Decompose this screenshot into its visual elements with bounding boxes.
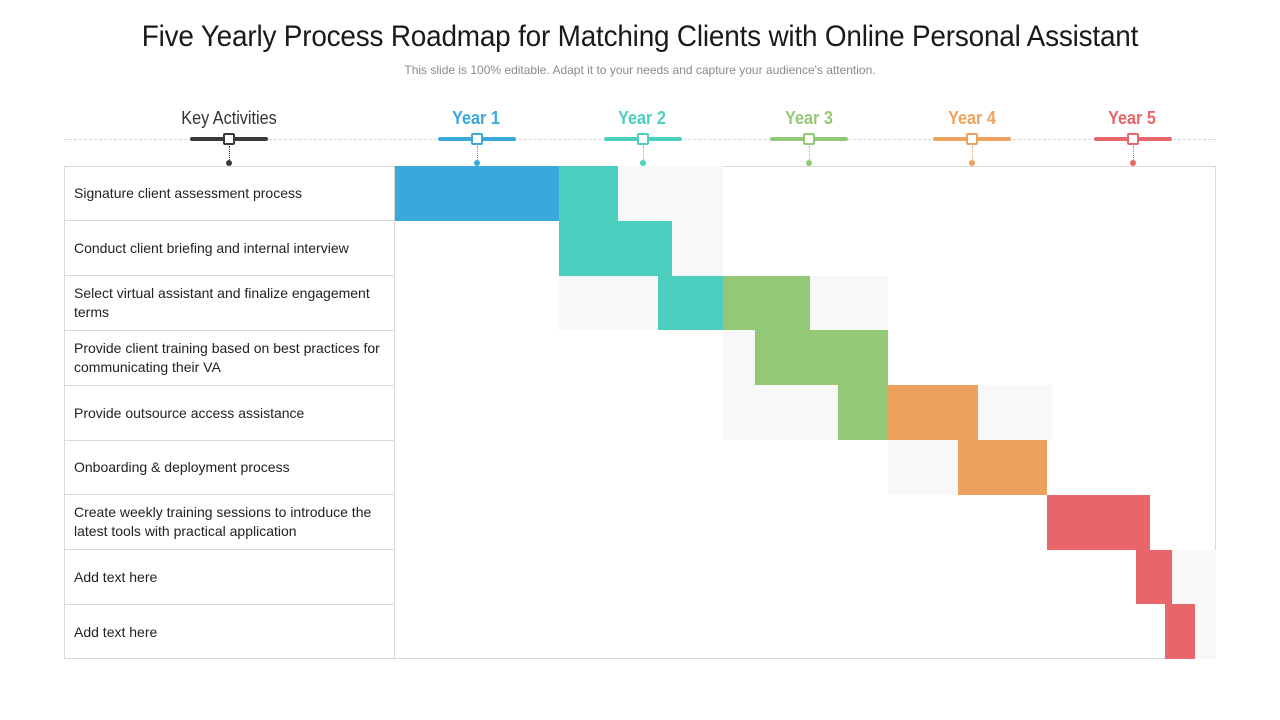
gantt-bar [559, 220, 673, 276]
activity-row: Signature client assessment process [64, 166, 395, 221]
year-2-marker-dot [640, 160, 646, 166]
year-4-header: Year 4 [948, 108, 996, 128]
activity-label: Create weekly training sessions to intro… [74, 504, 372, 539]
activity-label: Provide outsource access assistance [74, 404, 305, 421]
activity-label: Add text here [74, 624, 158, 640]
gantt-bar [395, 166, 560, 221]
gantt-bar [887, 385, 978, 440]
year-5-header: Year 5 [1108, 108, 1156, 128]
gantt-bar [1046, 494, 1151, 550]
year-5-marker-square [1127, 133, 1139, 145]
activity-row: Provide outsource access assistance [64, 386, 395, 441]
gantt-bar [1165, 604, 1195, 660]
key-activities-marker-tick [229, 146, 230, 160]
activity-label: Conduct client briefing and internal int… [74, 239, 349, 256]
activity-label: Provide client training based on best pr… [74, 340, 380, 375]
activity-row: Conduct client briefing and internal int… [64, 221, 395, 276]
year-3-marker-square [803, 133, 815, 145]
activity-row: Add text here [64, 550, 395, 605]
year-2-header: Year 2 [618, 108, 666, 128]
year-4-marker-dot [969, 160, 975, 166]
year-1-marker-tick [477, 146, 478, 160]
key-activities-marker-square [223, 133, 235, 145]
year-5-marker-tick [1133, 146, 1134, 160]
page-title: Five Yearly Process Roadmap for Matching… [141, 20, 1139, 53]
year-3-marker-tick [809, 146, 810, 160]
gantt-shaded-cell [559, 275, 658, 331]
gantt-bar [958, 440, 1047, 495]
year-1-marker-square [471, 133, 483, 145]
year-1-header: Year 1 [452, 108, 500, 128]
gantt-shaded-cell [887, 440, 959, 495]
activity-label: Signature client assessment process [74, 184, 302, 201]
gantt-shaded-cell [723, 330, 755, 386]
activity-row: Create weekly training sessions to intro… [64, 495, 395, 550]
activity-label-column [64, 166, 395, 659]
year-1-marker-dot [474, 160, 480, 166]
activity-row: Select virtual assistant and finalize en… [64, 276, 395, 331]
year-3-marker-dot [806, 160, 812, 166]
year-3-header: Year 3 [785, 108, 833, 128]
activity-label: Select virtual assistant and finalize en… [74, 285, 370, 320]
activity-row: Add text here [64, 605, 395, 660]
gantt-shaded-cell [1194, 604, 1216, 660]
gantt-shaded-cell [672, 220, 724, 276]
gantt-bar [657, 275, 724, 331]
page-subtitle: This slide is 100% editable. Adapt it to… [404, 63, 876, 77]
year-4-marker-tick [972, 146, 973, 160]
activity-label: Onboarding & deployment process [74, 458, 290, 475]
year-4-marker-square [966, 133, 978, 145]
gantt-bar [559, 166, 619, 221]
gantt-shaded-cell [977, 385, 1052, 440]
gantt-shaded-cell [723, 385, 839, 440]
gantt-bar [1135, 549, 1172, 605]
key-activities-header: Key Activities [181, 108, 277, 128]
gantt-shaded-cell [1171, 549, 1216, 605]
activity-row: Provide client training based on best pr… [64, 331, 395, 386]
activity-label: Add text here [74, 568, 158, 585]
year-5-marker-dot [1130, 160, 1136, 166]
gantt-shaded-cell [810, 275, 888, 331]
gantt-bar [838, 385, 888, 440]
gantt-shaded-cell [618, 166, 724, 221]
gantt-bar [754, 330, 888, 386]
activity-row: Onboarding & deployment process [64, 440, 395, 495]
key-activities-marker-dot [226, 160, 232, 166]
year-2-marker-square [637, 133, 649, 145]
year-2-marker-tick [643, 146, 644, 160]
gantt-bar [723, 275, 811, 331]
